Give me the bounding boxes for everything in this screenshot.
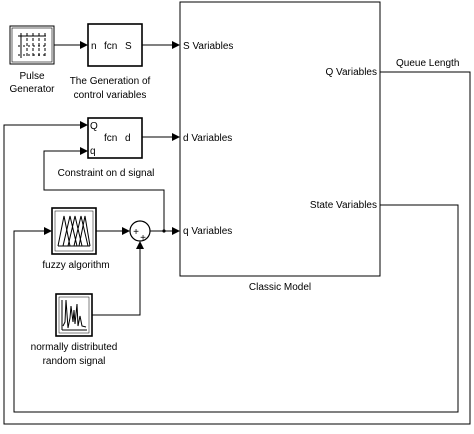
- pulse-label-2: Generator: [9, 84, 55, 95]
- constraint-port-out: d: [125, 133, 131, 144]
- line-q-feedback: [43, 147, 165, 231]
- random-signal-icon: [61, 299, 87, 331]
- generation-label-2: control variables: [74, 90, 147, 101]
- random-signal-block[interactable]: [55, 293, 93, 337]
- classic-out-q: Q Variables: [325, 67, 377, 78]
- constraint-fcn-name: fcn: [104, 133, 117, 144]
- constraint-label: Constraint on d signal: [58, 168, 155, 179]
- junction-dot: [162, 229, 166, 233]
- membership-functions-icon: [57, 215, 91, 247]
- classic-in-d: d Variables: [183, 133, 232, 144]
- generation-fcn-name: fcn: [104, 41, 117, 52]
- fuzzy-algorithm-block[interactable]: [51, 207, 97, 255]
- classic-out-state: State Variables: [310, 200, 377, 211]
- constraint-port-q: q: [90, 146, 96, 157]
- pulse-label-1: Pulse: [19, 71, 44, 82]
- classic-model-label: Classic Model: [249, 282, 311, 293]
- classic-in-q: q Variables: [183, 226, 232, 237]
- fuzzy-label: fuzzy algorithm: [42, 260, 109, 271]
- line-queue-length-feedback: [3, 71, 471, 425]
- line-state-feedback: [13, 204, 459, 413]
- sum-plus-bottom: +: [140, 233, 146, 244]
- generation-port-out: S: [125, 41, 132, 52]
- generation-port-in: n: [91, 41, 97, 52]
- classic-in-s: S Variables: [183, 41, 233, 52]
- random-label-2: random signal: [43, 356, 106, 367]
- constraint-fcn-block[interactable]: [87, 117, 143, 159]
- generation-label-1: The Generation of: [70, 76, 151, 87]
- pulse-generator-block[interactable]: [9, 25, 55, 65]
- queue-length-label: Queue Length: [396, 58, 459, 69]
- random-label-1: normally distributed: [31, 342, 118, 353]
- classic-model-block[interactable]: [179, 1, 381, 277]
- line-random-to-sum: [92, 241, 144, 316]
- sum-plus-left: +: [133, 227, 139, 238]
- constraint-port-Q: Q: [90, 121, 98, 132]
- pulse-icon: [18, 33, 46, 58]
- signal-lines: [3, 41, 471, 425]
